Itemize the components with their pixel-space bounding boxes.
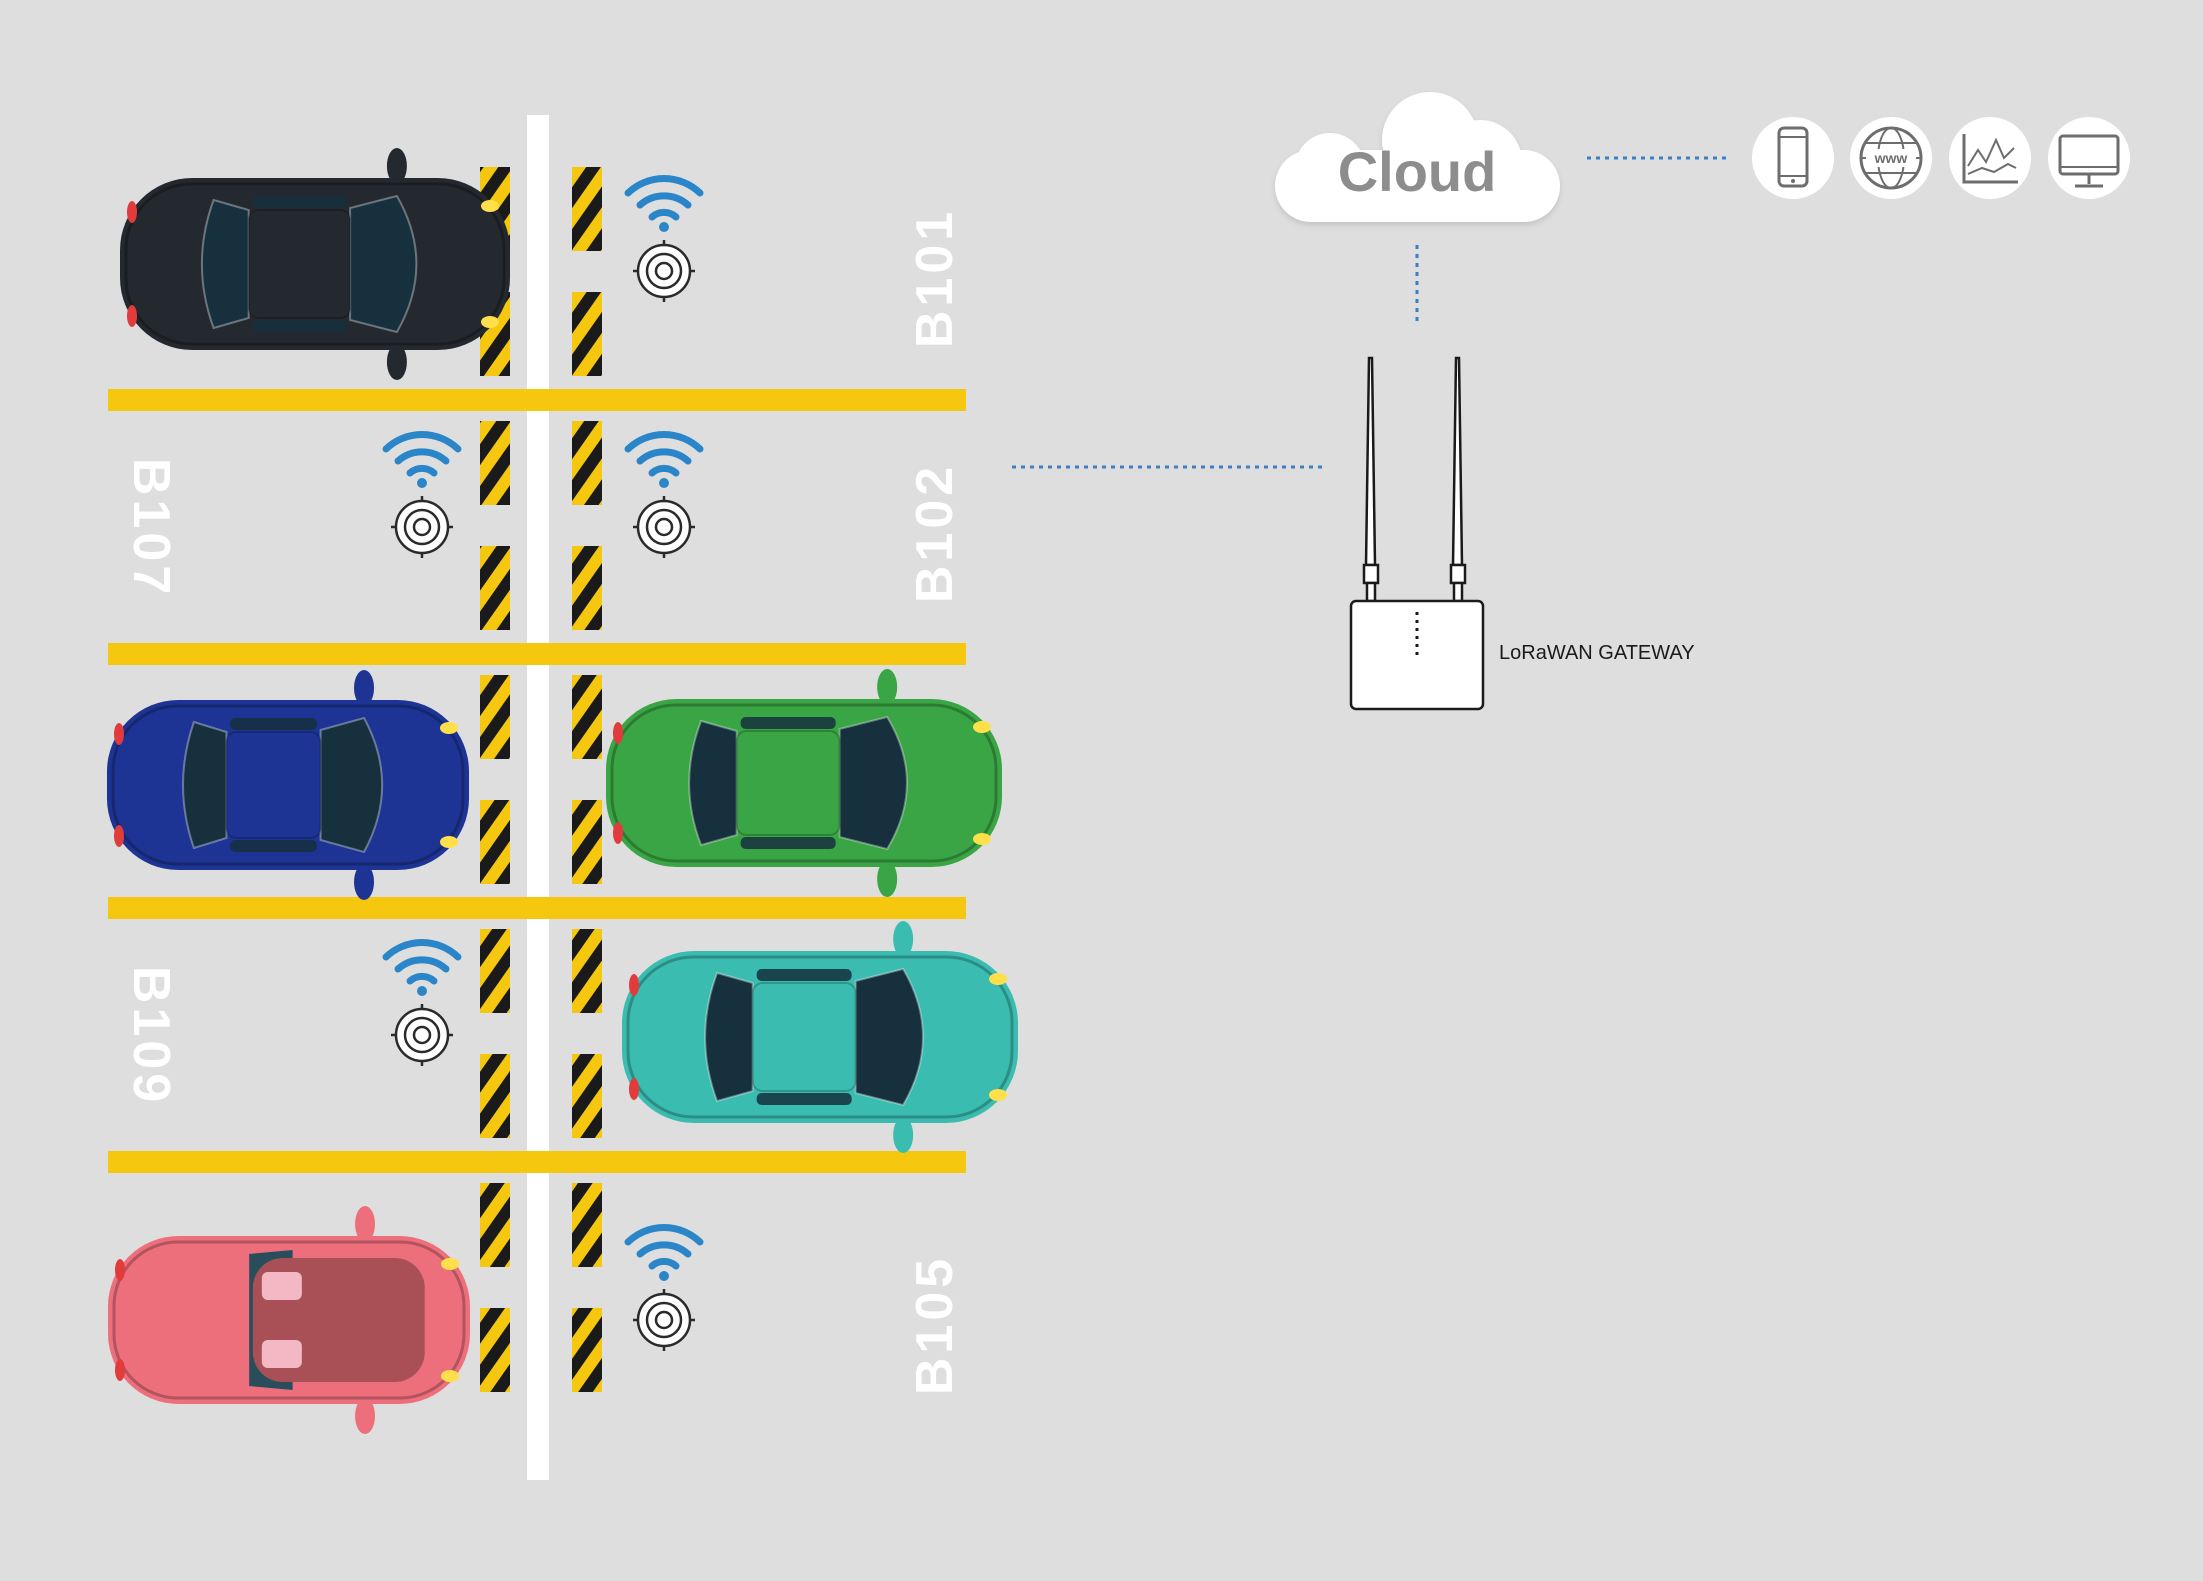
- sensor-puck: [391, 1004, 453, 1066]
- hazard-stripe-block: [572, 1308, 602, 1392]
- slot-divider: [108, 643, 966, 665]
- slot-divider: [108, 389, 966, 411]
- lane-center-line: [527, 115, 549, 1480]
- hazard-stripe-block: [572, 1183, 602, 1267]
- www-globe-icon: www: [1850, 117, 1932, 199]
- parking-sensor-icon: [624, 1224, 704, 1351]
- slot-label-b109: B109: [122, 966, 180, 1106]
- cloud-label: Cloud: [1338, 140, 1497, 203]
- svg-text:www: www: [1874, 150, 1908, 166]
- chart-icon: [1949, 117, 2031, 199]
- parking-sensor-icon: [382, 939, 462, 1066]
- car-icon: [622, 921, 1018, 1153]
- slot-label-b105: B105: [906, 1255, 964, 1395]
- hazard-stripe-block: [572, 800, 602, 884]
- wifi-icon: [624, 175, 704, 232]
- wifi-icon: [382, 431, 462, 488]
- slot-divider: [108, 897, 966, 919]
- platform-icons: www: [1752, 117, 2130, 199]
- slot-label-b102: B102: [906, 463, 964, 603]
- wifi-icon: [624, 431, 704, 488]
- slot-dividers: [108, 389, 966, 1173]
- car-icon: [120, 148, 510, 380]
- hazard-stripe-block: [480, 1054, 510, 1138]
- parking-sensor-icon: [624, 175, 704, 302]
- slot-label-b101: B101: [906, 208, 964, 348]
- parked-cars: [107, 148, 1018, 1434]
- hazard-stripe-block: [572, 675, 602, 759]
- wifi-icon: [382, 939, 462, 996]
- sensor-puck: [633, 496, 695, 558]
- hazard-stripe-block: [480, 1183, 510, 1267]
- hazard-stripe-block: [480, 675, 510, 759]
- sensor-puck: [633, 240, 695, 302]
- hazard-stripe-block: [572, 1054, 602, 1138]
- hazard-stripe-block: [572, 167, 602, 251]
- parking-sensor-icon: [624, 431, 704, 558]
- cloud-icon: [1275, 92, 1560, 222]
- car-icon: [108, 1206, 470, 1434]
- monitor-icon: [2048, 117, 2130, 199]
- smartphone-icon: [1752, 117, 1834, 199]
- hazard-stripe-block: [480, 546, 510, 630]
- hazard-stripe-block: [572, 929, 602, 1013]
- hazard-stripe-block: [480, 800, 510, 884]
- slot-label-b107: B107: [122, 458, 180, 598]
- hazard-stripe-block: [572, 546, 602, 630]
- wifi-icon: [624, 1224, 704, 1281]
- lorawan-gateway-icon: [1349, 356, 1485, 711]
- hazard-stripe-block: [572, 292, 602, 376]
- slot-divider: [108, 1151, 966, 1173]
- hazard-stripe-block: [480, 1308, 510, 1392]
- parking-sensor-icon: [382, 431, 462, 558]
- sensor-puck: [633, 1289, 695, 1351]
- hazard-stripe-block: [480, 421, 510, 505]
- parking-sensors: [382, 175, 704, 1351]
- hazard-stripe-block: [572, 421, 602, 505]
- hazard-stripe-block: [480, 929, 510, 1013]
- sensor-puck: [391, 496, 453, 558]
- car-icon: [107, 670, 469, 900]
- car-icon: [606, 669, 1002, 897]
- gateway-label: LoRaWAN GATEWAY: [1499, 642, 1695, 664]
